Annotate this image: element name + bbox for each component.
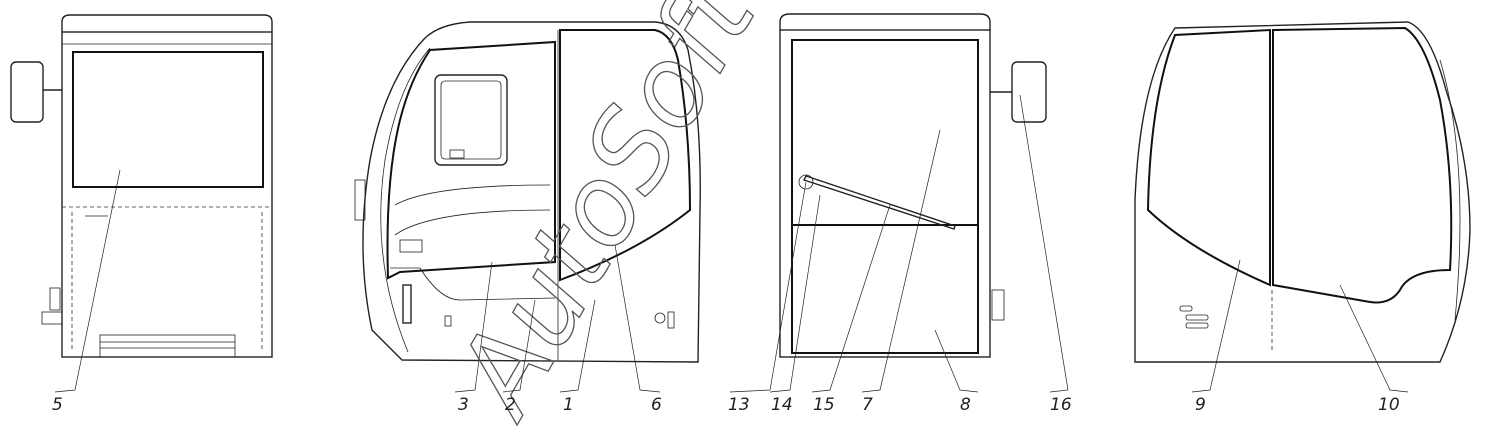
view-right-side (1134, 21, 1471, 363)
mirror (1011, 61, 1047, 123)
wiper (803, 175, 956, 230)
watermark: AutoSoft (429, 0, 782, 438)
sliding-window (434, 74, 508, 166)
door-glass-right (1146, 28, 1271, 287)
callout-13: 13 (728, 395, 750, 415)
callout-9: 9 (1195, 395, 1206, 415)
leader-lines (54, 94, 1409, 393)
callout-3: 3 (458, 395, 469, 415)
callout-1: 1 (563, 395, 574, 415)
callout-14: 14 (771, 395, 793, 415)
callout-10: 10 (1378, 395, 1400, 415)
callout-labels: 5 3 2 1 6 13 14 15 7 8 16 9 10 (52, 395, 1400, 415)
view-rear (10, 14, 273, 358)
callout-6: 6 (651, 395, 662, 415)
callout-15: 15 (813, 395, 835, 415)
mirror (10, 61, 44, 123)
callout-2: 2 (505, 395, 516, 415)
front-lower-glass (791, 224, 979, 354)
front-glass-right (1272, 26, 1453, 304)
rear-window (72, 51, 264, 188)
callout-5: 5 (52, 395, 63, 415)
callout-16: 16 (1050, 395, 1072, 415)
callout-8: 8 (960, 395, 971, 415)
callout-7: 7 (862, 395, 873, 415)
door-glass (386, 40, 556, 280)
view-front (779, 13, 1047, 358)
